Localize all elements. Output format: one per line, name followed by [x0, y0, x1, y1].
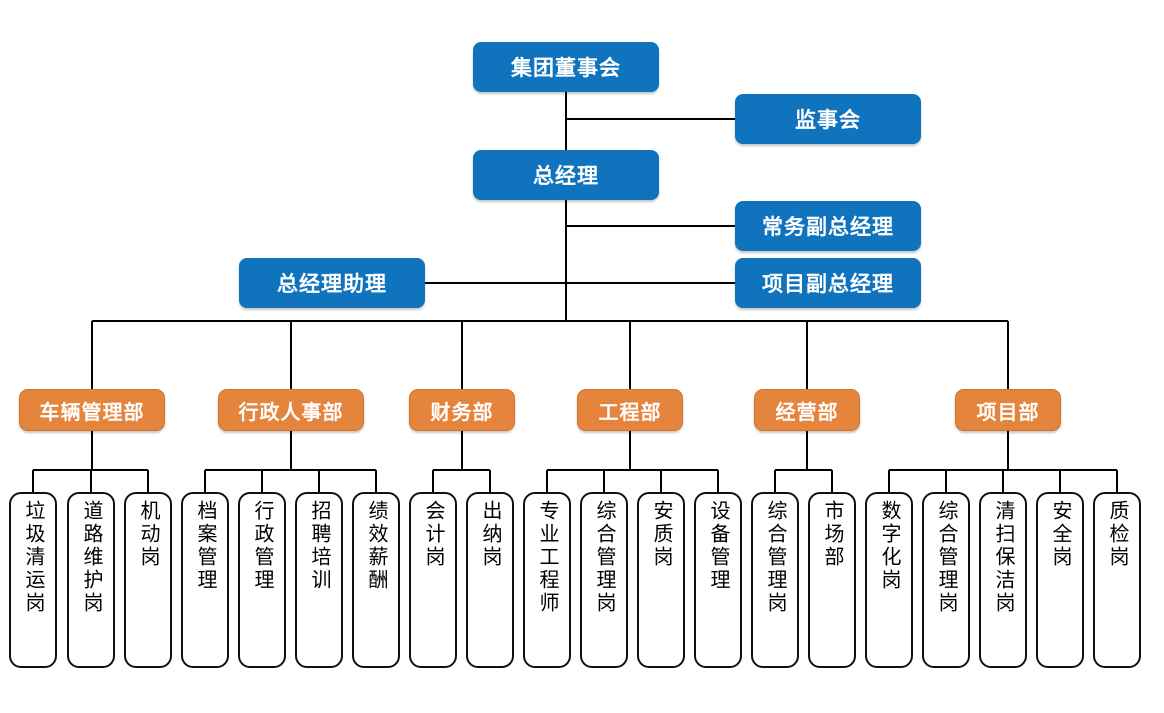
node-general-manager[interactable]: 总经理	[473, 150, 659, 200]
post-project-3-label: 清扫保洁岗	[992, 500, 1014, 615]
post-vehicle-2[interactable]: 道路维护岗	[67, 492, 115, 668]
node-board-label: 集团董事会	[511, 57, 621, 80]
post-admin-hr-3-label: 招聘培训	[308, 500, 330, 592]
post-operations-2-label: 市场部	[821, 500, 843, 569]
post-admin-hr-3[interactable]: 招聘培训	[295, 492, 343, 668]
post-admin-hr-4[interactable]: 绩效薪酬	[352, 492, 400, 668]
post-project-5[interactable]: 质检岗	[1093, 492, 1141, 668]
post-engineering-4[interactable]: 设备管理	[694, 492, 742, 668]
post-admin-hr-1[interactable]: 档案管理	[181, 492, 229, 668]
post-engineering-1-label: 专业工程师	[536, 500, 558, 615]
post-project-5-label: 质检岗	[1106, 500, 1128, 569]
department-admin-hr-label: 行政人事部	[238, 401, 344, 424]
post-finance-1[interactable]: 会计岗	[409, 492, 457, 668]
department-vehicle[interactable]: 车辆管理部	[19, 389, 165, 431]
post-project-3[interactable]: 清扫保洁岗	[979, 492, 1027, 668]
post-finance-2[interactable]: 出纳岗	[466, 492, 514, 668]
post-project-4-label: 安全岗	[1049, 500, 1071, 569]
post-vehicle-3[interactable]: 机动岗	[124, 492, 172, 668]
post-engineering-3[interactable]: 安质岗	[637, 492, 685, 668]
post-project-1-label: 数字化岗	[878, 500, 900, 592]
node-supervisory-board-label: 监事会	[795, 109, 861, 132]
post-engineering-1[interactable]: 专业工程师	[523, 492, 571, 668]
department-operations-label: 经营部	[775, 401, 839, 424]
department-operations[interactable]: 经营部	[754, 389, 860, 431]
post-operations-1[interactable]: 综合管理岗	[751, 492, 799, 668]
post-project-2-label: 综合管理岗	[935, 500, 957, 615]
post-vehicle-1-label: 垃圾清运岗	[22, 500, 44, 615]
post-vehicle-3-label: 机动岗	[137, 500, 159, 569]
post-project-4[interactable]: 安全岗	[1036, 492, 1084, 668]
post-finance-1-label: 会计岗	[422, 500, 444, 569]
department-project[interactable]: 项目部	[955, 389, 1061, 431]
department-engineering-label: 工程部	[598, 401, 662, 424]
post-vehicle-2-label: 道路维护岗	[80, 500, 102, 615]
department-admin-hr[interactable]: 行政人事部	[218, 389, 364, 431]
post-engineering-3-label: 安质岗	[650, 500, 672, 569]
post-vehicle-1[interactable]: 垃圾清运岗	[9, 492, 57, 668]
department-finance[interactable]: 财务部	[409, 389, 515, 431]
department-finance-label: 财务部	[430, 401, 494, 424]
post-project-1[interactable]: 数字化岗	[865, 492, 913, 668]
node-executive-deputy-gm-label: 常务副总经理	[762, 216, 894, 239]
post-admin-hr-4-label: 绩效薪酬	[365, 500, 387, 592]
post-admin-hr-2[interactable]: 行政管理	[238, 492, 286, 668]
node-project-deputy-gm-label: 项目副总经理	[762, 273, 894, 296]
node-executive-deputy-gm[interactable]: 常务副总经理	[735, 201, 921, 251]
node-supervisory-board[interactable]: 监事会	[735, 94, 921, 144]
node-board[interactable]: 集团董事会	[473, 42, 659, 92]
post-operations-1-label: 综合管理岗	[764, 500, 786, 615]
node-gm-assistant[interactable]: 总经理助理	[239, 258, 425, 308]
post-project-2[interactable]: 综合管理岗	[922, 492, 970, 668]
post-operations-2[interactable]: 市场部	[808, 492, 856, 668]
department-engineering[interactable]: 工程部	[577, 389, 683, 431]
department-vehicle-label: 车辆管理部	[39, 401, 145, 424]
post-admin-hr-2-label: 行政管理	[251, 500, 273, 592]
node-gm-assistant-label: 总经理助理	[277, 273, 387, 296]
post-engineering-2-label: 综合管理岗	[593, 500, 615, 615]
node-general-manager-label: 总经理	[533, 165, 599, 188]
department-project-label: 项目部	[976, 401, 1040, 424]
post-finance-2-label: 出纳岗	[479, 500, 501, 569]
post-admin-hr-1-label: 档案管理	[194, 500, 216, 592]
node-project-deputy-gm[interactable]: 项目副总经理	[735, 258, 921, 308]
post-engineering-4-label: 设备管理	[707, 500, 729, 592]
post-engineering-2[interactable]: 综合管理岗	[580, 492, 628, 668]
